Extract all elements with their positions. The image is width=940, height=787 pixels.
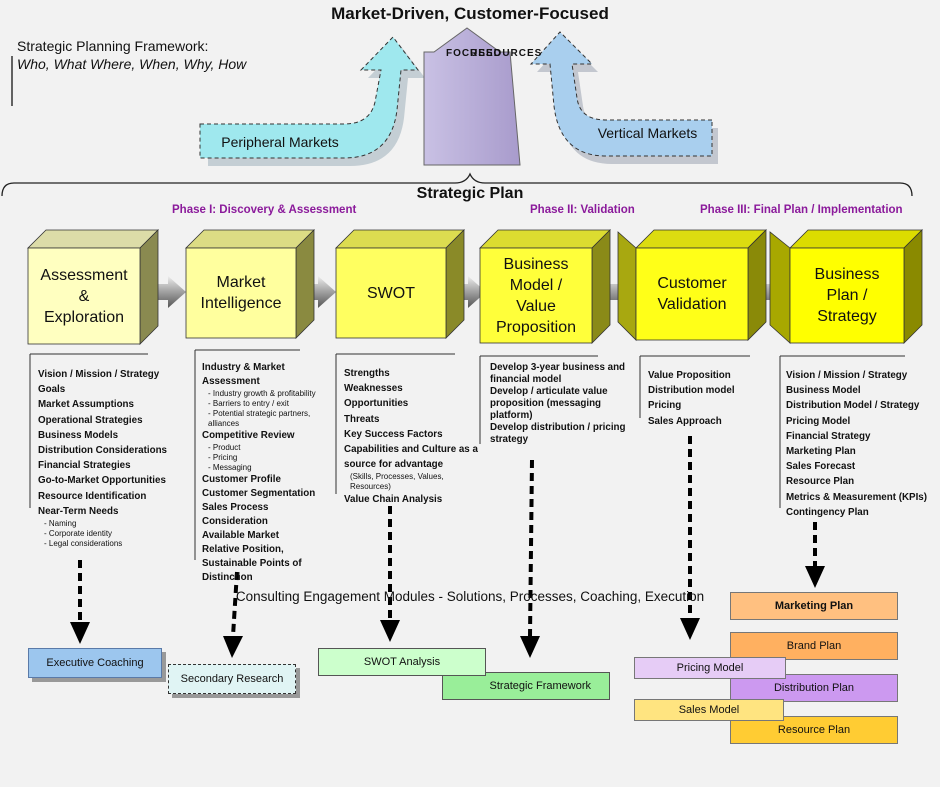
list-item: Develop 3-year business and financial mo…: [490, 362, 626, 385]
list-item: Sales Process Consideration: [202, 502, 269, 527]
list-item: Metrics & Measurement (KPIs): [786, 491, 928, 503]
stage-box-6-shape: [769, 229, 923, 344]
list-brackets: [29, 349, 905, 560]
list-item: Key Success Factors: [344, 428, 443, 440]
list-subitem: Potential strategic partners, alliances: [202, 409, 330, 429]
modules-title: Consulting Engagement Modules - Solution…: [235, 589, 705, 604]
dashed-arrows: [78, 436, 817, 637]
list-item: Resource Identification: [38, 490, 147, 502]
list-item: Value Proposition: [648, 370, 731, 381]
list-item: Vision / Mission / Strategy: [38, 369, 160, 380]
list-item: Opportunities: [344, 398, 409, 410]
list-item: Pricing Model: [786, 415, 851, 427]
vertical-arrow: [529, 31, 713, 157]
list-item: Develop distribution / pricing strategy: [490, 422, 626, 445]
list-subitem: Product: [202, 443, 330, 453]
list-subitem: Legal considerations: [38, 539, 188, 549]
list-subitem: Pricing: [202, 453, 330, 463]
list-item: Customer Segmentation: [202, 488, 316, 499]
brand-plan-box: Brand Plan: [730, 632, 898, 660]
stage-2-list: Industry & Market AssessmentIndustry gro…: [202, 361, 330, 585]
list-subitem: Industry growth & profitability: [202, 389, 330, 399]
list-item: Marketing Plan: [786, 446, 856, 458]
list-item: Develop / articulate value proposition (…: [490, 386, 608, 421]
stage-box-3: SWOT: [367, 284, 415, 302]
marketing-plan-box: Marketing Plan: [730, 592, 898, 620]
list-item: Financial Strategy: [786, 430, 871, 442]
list-item: Weaknesses: [344, 383, 403, 395]
stage-box-1: Assessment&Exploration: [40, 266, 128, 326]
stage-box-3-shape: [335, 229, 465, 339]
list-item: Near-Term Needs: [38, 505, 119, 517]
list-item: Customer Profile: [202, 474, 281, 485]
phase-1-label: Phase I: Discovery & Assessment: [172, 204, 357, 216]
list-item: Distribution Considerations: [38, 445, 167, 457]
list-item: Go-to-Market Opportunities: [38, 475, 166, 487]
list-subitem: Naming: [38, 519, 188, 529]
list-item: Vision / Mission / Strategy: [786, 370, 908, 381]
main-title: Market-Driven, Customer-Focused: [331, 4, 609, 23]
list-item: Industry & Market Assessment: [202, 362, 285, 387]
list-item: Goals: [38, 384, 66, 396]
stage-box-2-shape: [185, 229, 315, 339]
stage-4-list: Develop 3-year business and financial mo…: [490, 362, 628, 446]
focused-vertical-text: FOCUSED: [446, 48, 501, 60]
list-item: Contingency Plan: [786, 506, 869, 518]
list-item: Available Market: [202, 530, 279, 541]
stage-box-1-shape: [27, 229, 159, 345]
swot-analysis-box: SWOT Analysis: [318, 648, 486, 676]
list-item: Sales Forecast: [786, 461, 856, 473]
list-item: Business Models: [38, 429, 119, 441]
framework-title: Strategic Planning Framework:: [17, 38, 209, 54]
list-item: Value Chain Analysis: [344, 494, 443, 506]
peripheral-arrow: [199, 36, 420, 159]
strategic-framework-box: Strategic Framework: [442, 672, 610, 700]
list-item: Resource Plan: [786, 476, 855, 488]
list-item: Operational Strategies: [38, 414, 143, 426]
vertical-markets-label: Vertical Markets: [597, 125, 698, 141]
phase-2-label: Phase II: Validation: [530, 204, 635, 216]
list-item: Financial Strategies: [38, 460, 131, 472]
list-item: Pricing: [648, 400, 682, 412]
list-item: Competitive Review: [202, 430, 295, 441]
list-item: Distribution Model / Strategy: [786, 400, 920, 412]
dashed-arrow-heads: [70, 566, 825, 658]
list-subitem: Corporate identity: [38, 529, 188, 539]
list-subitem: Barriers to entry / exit: [202, 399, 330, 409]
phase-3-label: Phase III: Final Plan / Implementation: [700, 204, 903, 216]
strategic-plan-title: Strategic Plan: [416, 185, 524, 202]
list-item: Strengths: [344, 368, 390, 379]
secondary-research-box: Secondary Research: [168, 664, 296, 694]
list-item: Market Assumptions: [38, 399, 134, 411]
stage-box-4-shape: [479, 229, 611, 344]
list-item: Distribution model: [648, 385, 735, 397]
list-item: Business Model: [786, 385, 861, 397]
list-item: Threats: [344, 413, 380, 425]
resources-vertical-text: RESOURCES: [470, 48, 541, 60]
list-item: Sales Approach: [648, 415, 722, 427]
focused-resources-arrow: [423, 27, 521, 166]
list-subitem: Messaging: [202, 463, 330, 473]
framework-subtitle: Who, What Where, When, Why, How: [17, 56, 247, 72]
pricing-model-box: Pricing Model: [634, 657, 786, 679]
list-item: Capabilities and Culture as a source for…: [344, 444, 478, 471]
list-item: Relative Position, Sustainable Points of…: [202, 544, 302, 583]
list-subitem: (Skills, Processes, Values, Resources): [350, 472, 444, 492]
sales-model-box: Sales Model: [634, 699, 784, 721]
executive-coaching-box: Executive Coaching: [28, 648, 162, 678]
peripheral-markets-label: Peripheral Markets: [221, 134, 339, 150]
strategic-plan-bracket: [1, 172, 913, 197]
stage-box-5-shape: [617, 229, 767, 341]
